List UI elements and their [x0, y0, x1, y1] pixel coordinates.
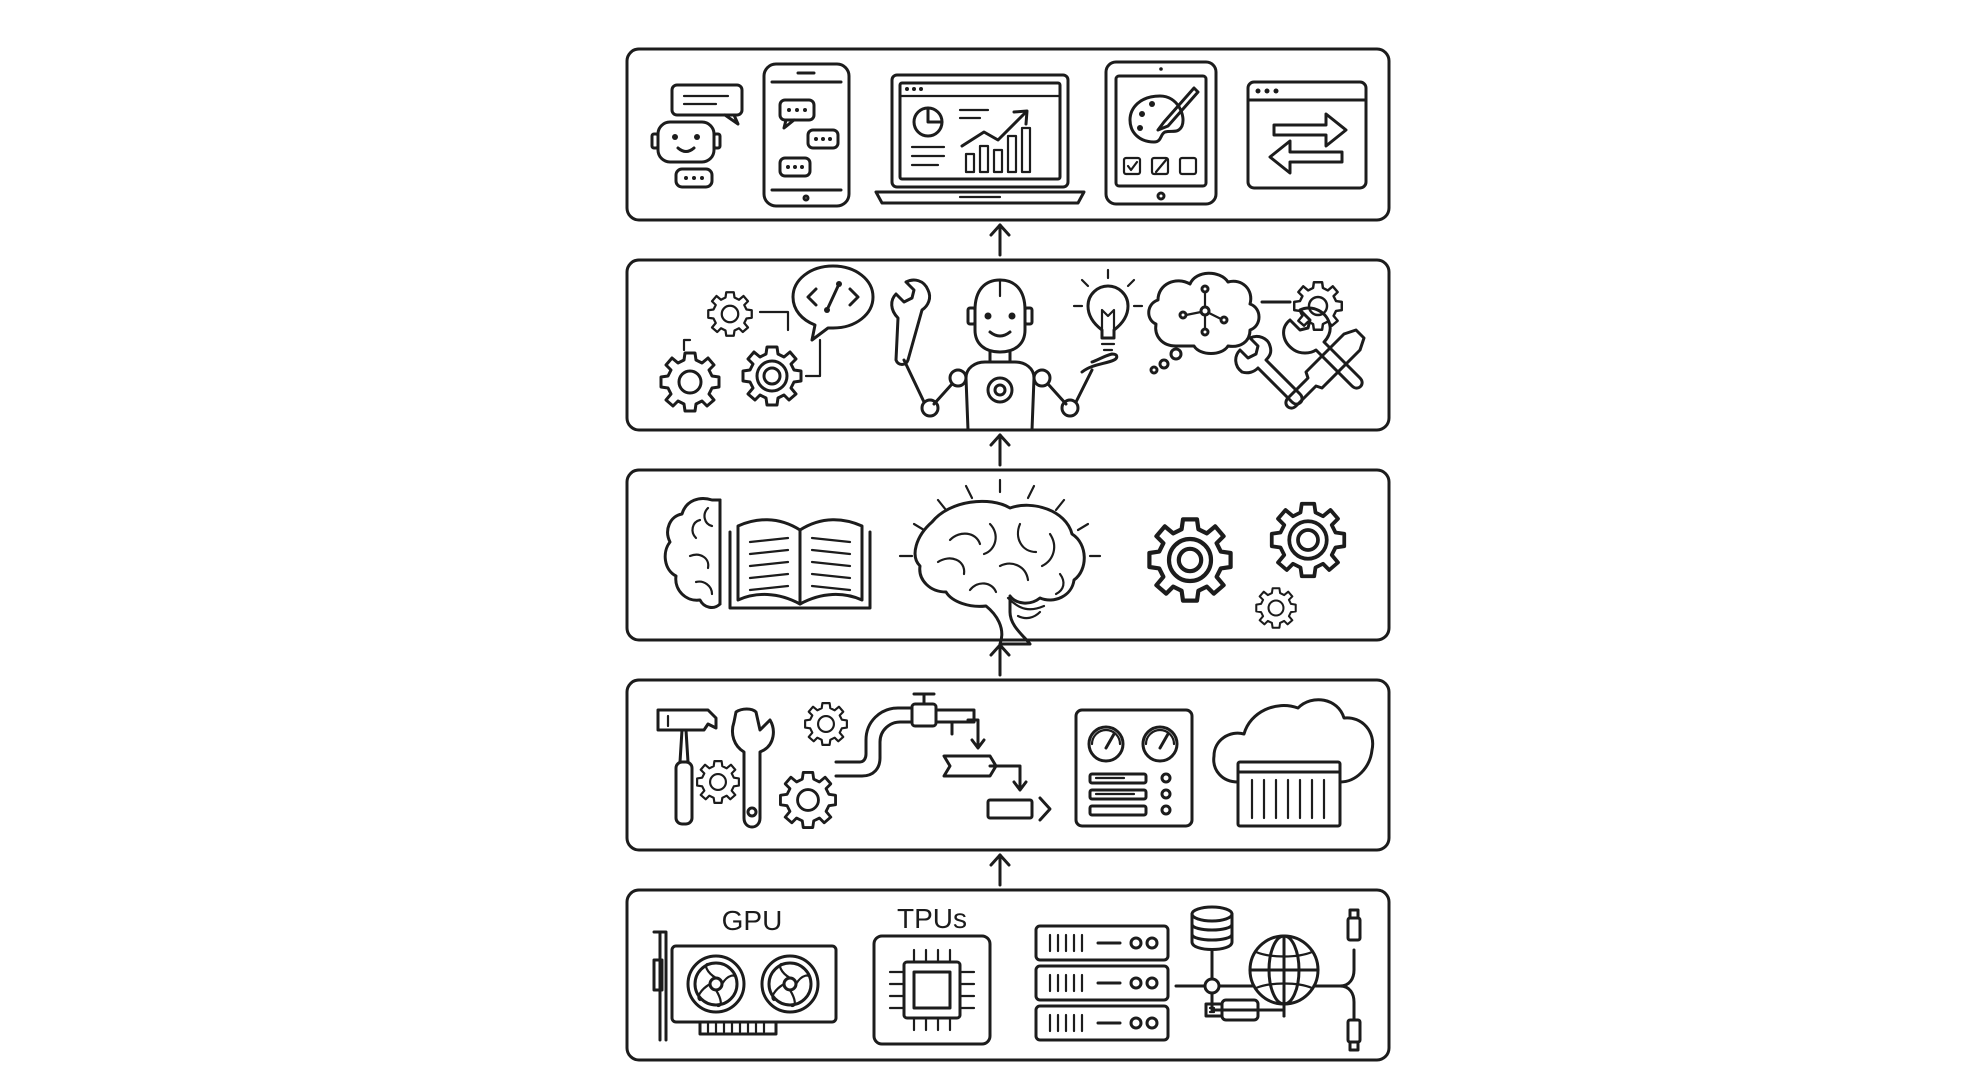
gpu-icon: GPU — [652, 905, 838, 1042]
database-icon — [1190, 905, 1234, 951]
layer-infrastructure — [625, 678, 1391, 852]
browser-data-exchange-icon — [1246, 80, 1368, 190]
cloud-container-icon — [1212, 698, 1375, 828]
tpu-chip-icon: TPUs — [872, 903, 992, 1046]
flow-icon — [942, 718, 1052, 822]
tablet-design-icon — [1104, 60, 1218, 206]
arrow-up-1 — [989, 223, 1011, 257]
gears-icon — [659, 291, 803, 413]
brain-icon — [898, 478, 1102, 646]
layer-applications — [625, 47, 1391, 222]
tpu-label: TPUs — [897, 903, 967, 934]
cloud-network-icon — [1147, 271, 1292, 375]
pipeline-icon — [834, 692, 976, 778]
usb-icon — [1204, 908, 1362, 1052]
arrow-up-2 — [989, 433, 1011, 467]
lightbulb-icon — [1072, 268, 1144, 352]
dashboard-panel-icon — [1074, 708, 1194, 828]
arrow-up-3 — [989, 643, 1011, 677]
phone-chat-icon — [762, 62, 851, 208]
tools-icon — [1234, 306, 1366, 410]
chatbot-icon — [650, 83, 744, 189]
layer-agents-tools-box — [625, 258, 1391, 432]
wrench-icon — [890, 278, 932, 366]
open-book-icon — [728, 518, 872, 610]
code-bubble-icon — [791, 264, 875, 378]
laptop-dashboard-icon — [874, 73, 1086, 205]
hammer-icon — [656, 708, 718, 826]
gpu-label: GPU — [722, 905, 783, 936]
brain-side-icon — [663, 497, 722, 609]
network-connections — [1174, 948, 1356, 1022]
server-rack-icon — [1034, 924, 1170, 1042]
layer-models — [625, 468, 1391, 646]
layer-hardware-box — [625, 888, 1391, 1062]
wrench-icon — [730, 707, 775, 829]
layer-hardware: GPU — [625, 888, 1391, 1062]
layer-agents-tools — [625, 258, 1391, 432]
robot-icon — [902, 278, 1119, 432]
arrow-up-4 — [989, 853, 1011, 887]
